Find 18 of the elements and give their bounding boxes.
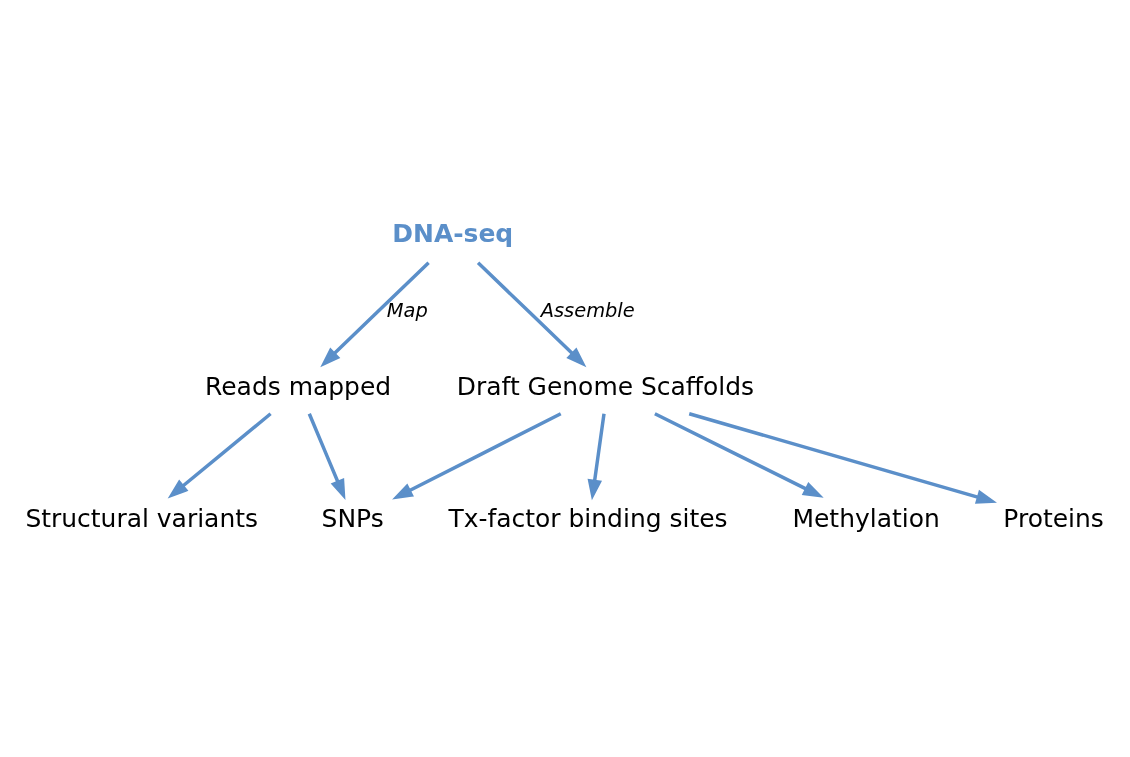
arrow (476, 261, 587, 367)
node-text: Tx-factor binding sites (448, 503, 728, 533)
node-text: SNPs (321, 503, 384, 533)
node-text: Proteins (1003, 503, 1104, 533)
arrow (392, 411, 562, 499)
edge-label: Map (386, 298, 428, 322)
arrow (688, 411, 997, 504)
node-text: DNA-seq (392, 218, 514, 248)
node-text: Draft Genome Scaffolds (456, 371, 755, 401)
node-text: Methylation (792, 503, 940, 533)
node-text: Reads mapped (205, 371, 392, 401)
node-text: Structural variants (25, 503, 258, 533)
arrow (320, 261, 430, 367)
arrow (654, 411, 824, 498)
edge-label: Assemble (540, 298, 635, 322)
arrow (587, 413, 606, 500)
arrow (307, 412, 346, 500)
arrow (167, 411, 272, 498)
